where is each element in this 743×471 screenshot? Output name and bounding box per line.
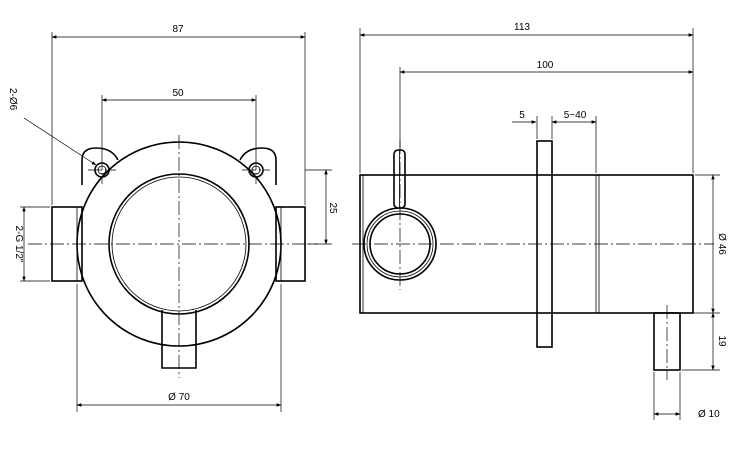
dim-body-diameter-side: Ø 46 (716, 233, 727, 255)
dim-pipe-length: 19 (716, 335, 727, 347)
dim-hole-spacing: 50 (172, 88, 184, 99)
front-view: 87 50 2-Ø6 2-G 1/2" 25 Ø 70 (7, 24, 338, 412)
dim-overall-width: 87 (172, 24, 184, 35)
dim-thread: 2-G 1/2" (13, 226, 24, 263)
dim-hole-diameter: 2-Ø6 (7, 88, 18, 111)
right-mounting-lug (239, 147, 277, 185)
dim-pipe-diameter: Ø 10 (698, 409, 720, 420)
dim-body-diameter: Ø 70 (168, 392, 190, 403)
dim-body-length: 100 (537, 60, 554, 71)
side-view: 113 100 5 5~40 Ø 46 19 Ø 10 (352, 22, 727, 420)
dim-panel-range: 5~40 (564, 110, 587, 121)
dim-port-height: 25 (327, 202, 338, 214)
dim-overall-length: 113 (514, 22, 530, 33)
dim-flange-thickness: 5 (519, 110, 525, 121)
